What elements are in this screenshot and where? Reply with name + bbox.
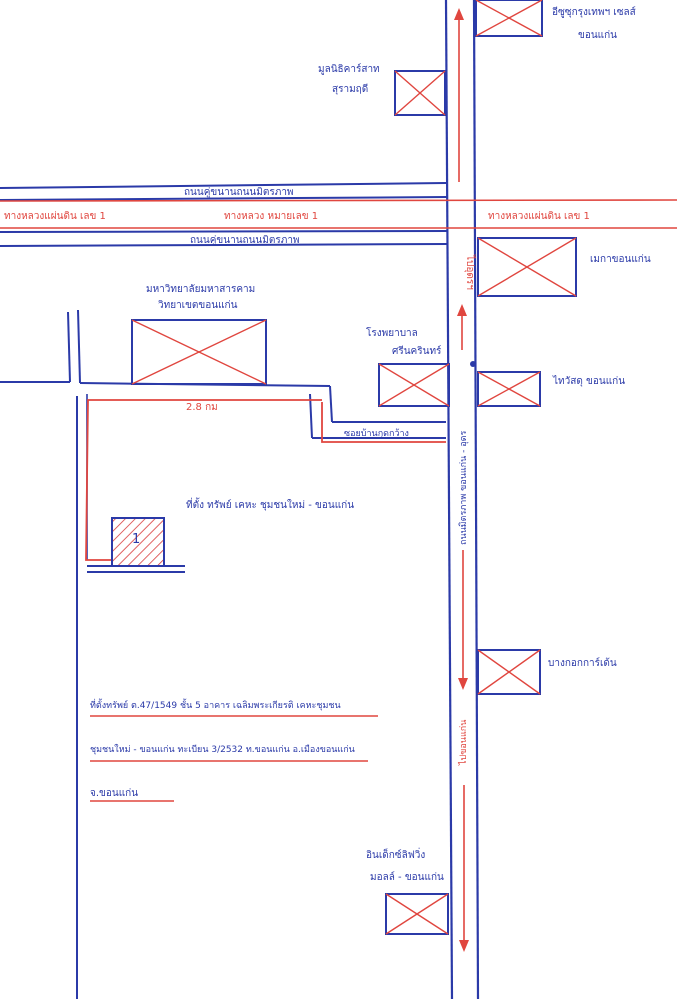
- label-highway-right: ทางหลวงแผ่นดิน เลข 1: [488, 211, 590, 222]
- label-top-right-place: อีซูซุกรุงเทพฯ เซลส์: [552, 6, 636, 18]
- building-landmark-right-3: [477, 649, 541, 695]
- label-highway-left: ทางหลวงแผ่นดิน เลข 1: [4, 211, 106, 222]
- footer-address-block: ที่ตั้งทรัพย์ ต.47/1549 ชั้น 5 อาคาร เฉล…: [90, 698, 378, 802]
- label-landmark-right-1: เมกาขอนแก่น: [590, 254, 651, 265]
- local-roads: [0, 309, 446, 999]
- label-bottom-place-line2: มอลล์ - ขอนแก่น: [370, 871, 444, 883]
- label-hospital-left-line2: ศรีนครินทร์: [392, 345, 442, 357]
- direction-arrows: [454, 8, 476, 952]
- frontage-road-north: [0, 182, 449, 201]
- label-frontage-road-south: ถนนคู่ขนานถนนมิตรภาพ: [190, 235, 300, 246]
- building-landmark-right-2: [477, 371, 541, 407]
- building-mall-upper: [394, 70, 446, 116]
- label-highway-center: ทางหลวง หมายเลข 1: [224, 211, 318, 222]
- label-distance: 2.8 กม: [186, 402, 218, 413]
- highway-red-band: [0, 199, 677, 229]
- footer-line-2: ชุมชนใหม่ - ขอนแก่น ทะเบียน 3/2532 ท.ขอน…: [90, 744, 355, 755]
- site-parcel: 1: [111, 517, 165, 567]
- label-university: มหาวิทยาลัยมหาสารคาม: [146, 284, 255, 295]
- label-site-caption: ที่ตั้ง ทรัพย์ เคหะ ชุมชนใหม่ - ขอนแก่น: [186, 497, 354, 511]
- label-direction-north: ไปอุดรฯ: [464, 254, 476, 290]
- label-university-line2: วิทยาเขตขอนแก่น: [158, 300, 238, 311]
- main-road-vertical: [444, 0, 480, 999]
- label-mall-upper-line2: สุรามฤดี: [332, 83, 368, 95]
- building-university: [131, 319, 267, 385]
- footer-line-1: ที่ตั้งทรัพย์ ต.47/1549 ชั้น 5 อาคาร เฉล…: [90, 698, 341, 711]
- label-landmark-right-3: บางกอกการ์เด้น: [548, 657, 617, 669]
- building-landmark-right-1: [477, 237, 577, 297]
- label-landmark-right-2: ไทวัสดุ ขอนแก่น: [552, 375, 625, 387]
- label-direction-south: ไปขอนแก่น: [458, 720, 469, 766]
- label-frontage-road-north: ถนนคู่ขนานถนนมิตรภาพ: [184, 187, 294, 198]
- label-road-vertical: ถนนมิตรภาพ ขอนแก่น - อุดร: [458, 431, 469, 545]
- label-mall-upper: มูลนิธิคาร์สาท: [318, 63, 380, 75]
- route-to-site: [85, 399, 446, 561]
- footer-line-3: จ.ขอนแก่น: [90, 788, 138, 799]
- building-bottom-place: [385, 893, 449, 935]
- building-top-right: [475, 0, 543, 37]
- label-bottom-place: อินเด็กซ์ลิฟวิ่ง: [366, 847, 425, 861]
- frontage-road-south: [0, 230, 449, 247]
- label-hospital-left: โรงพยาบาล: [366, 326, 418, 339]
- site-number: 1: [132, 532, 140, 547]
- building-hospital-left: [378, 363, 450, 407]
- label-soi: ซอยบ้านกุดกว้าง: [344, 428, 409, 439]
- label-top-right-place-line2: ขอนแก่น: [578, 30, 617, 41]
